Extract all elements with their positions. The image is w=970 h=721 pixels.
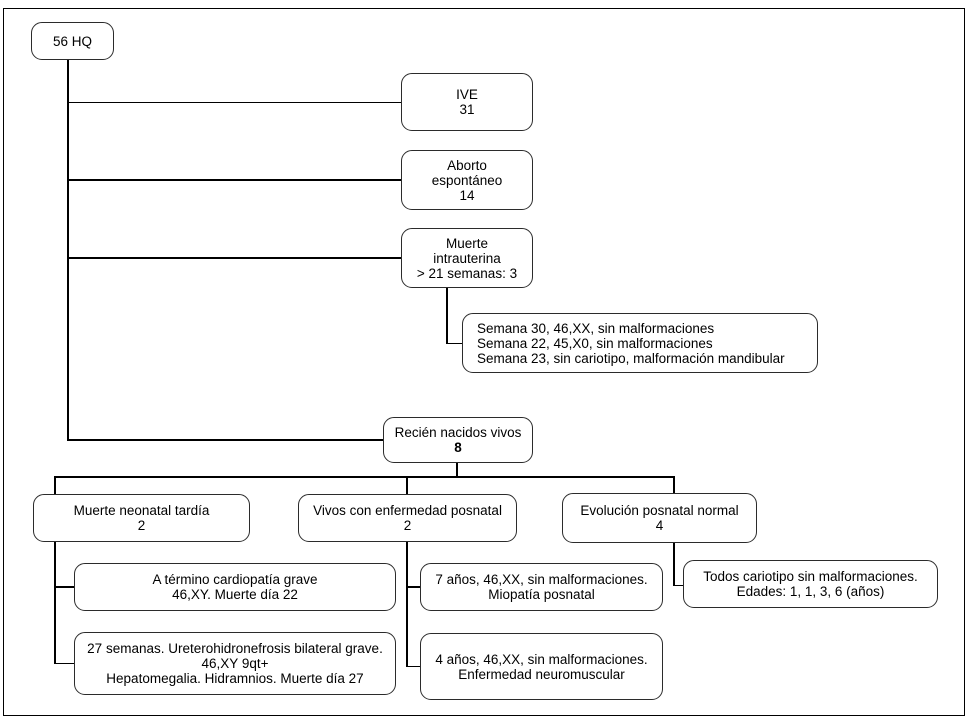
connector-right-elbow-horizontal (673, 584, 683, 586)
detail-line: 27 semanas. Ureterohidronefrosis bilater… (87, 641, 383, 656)
connector-left-spine (54, 542, 56, 664)
node-label: Evolución posnatal normal (580, 503, 739, 518)
node-label: Vivos con enfermedad posnatal (313, 503, 502, 518)
connector-row-branch (54, 476, 674, 478)
connector-recien-nacidos-drop (456, 463, 458, 477)
node-vivos-enfermedad-posnatal: Vivos con enfermedad posnatal 2 (298, 494, 517, 542)
node-cardiopatia-grave: A término cardiopatía grave 46,XY. Muert… (74, 563, 396, 611)
connector-middle-stub-1 (406, 586, 420, 588)
node-label: intrauterina (433, 250, 501, 266)
node-todos-cariotipo: Todos cariotipo sin malformaciones. Edad… (683, 560, 938, 608)
connector-left-stub-1 (54, 586, 74, 588)
node-count: 14 (459, 187, 475, 203)
connector-drop-right (673, 476, 675, 493)
detail-line: 46,XY 9qt+ (201, 656, 269, 671)
connector-root-trunk (67, 60, 69, 441)
node-muerte-neonatal-tardia: Muerte neonatal tardía 2 (33, 494, 250, 542)
detail-line: Edades: 1, 1, 3, 6 (años) (736, 584, 885, 599)
connector-to-muerte-intrauterina (67, 257, 401, 259)
node-enfermedad-neuromuscular: 4 años, 46,XX, sin malformaciones. Enfer… (420, 633, 663, 700)
detail-line: Hepatomegalia. Hidramnios. Muerte día 27 (106, 671, 364, 686)
connector-drop-left (54, 476, 56, 494)
detail-line: 46,XY. Muerte día 22 (172, 587, 298, 602)
node-label: Muerte (445, 235, 489, 251)
detail-line: A término cardiopatía grave (152, 572, 318, 587)
connector-right-elbow-vertical (673, 543, 675, 586)
connector-middle-spine (406, 542, 408, 667)
detail-line: Todos cariotipo sin malformaciones. (703, 569, 918, 584)
node-recien-nacidos-vivos: Recién nacidos vivos 8 (383, 417, 533, 463)
detail-line: Miopatía posnatal (488, 587, 595, 602)
node-label: espontáneo (431, 172, 503, 188)
detail-line: Semana 23, sin cariotipo, malformación m… (477, 350, 785, 366)
connector-to-ive (67, 101, 401, 103)
detail-line: Enfermedad neuromuscular (458, 666, 625, 682)
node-label: Recién nacidos vivos (394, 425, 522, 440)
node-count: 8 (454, 440, 462, 455)
node-label: Muerte neonatal tardía (73, 503, 210, 518)
node-evolucion-posnatal-normal: Evolución posnatal normal 4 (562, 493, 757, 543)
node-label: IVE (456, 87, 478, 102)
node-count: 4 (655, 518, 664, 533)
node-aborto-espontaneo: Aborto espontáneo 14 (401, 150, 533, 210)
connector-middle-stub-2 (406, 665, 420, 667)
node-muerte-intrauterina: Muerte intrauterina > 21 semanas: 3 (401, 228, 533, 288)
connector-muerte-intrauterina-elbow-horizontal (446, 342, 463, 344)
connector-drop-middle (406, 476, 408, 494)
detail-line: 4 años, 46,XX, sin malformaciones. (435, 651, 648, 667)
detail-line: 7 años, 46,XX, sin malformaciones. (435, 572, 648, 587)
figure-border (3, 8, 965, 716)
node-miopatia-posnatal: 7 años, 46,XX, sin malformaciones. Miopa… (420, 563, 663, 611)
node-label: Aborto (447, 157, 487, 173)
node-count: 2 (137, 518, 146, 533)
connector-to-aborto (67, 179, 401, 181)
node-ureterohidronefrosis: 27 semanas. Ureterohidronefrosis bilater… (74, 632, 396, 695)
node-count: 2 (403, 518, 412, 533)
node-muerte-intrauterina-detalle: Semana 30, 46,XX, sin malformaciones Sem… (462, 313, 818, 373)
detail-line: Semana 22, 45,X0, sin malformaciones (477, 335, 713, 351)
connector-muerte-intrauterina-elbow-vertical (446, 288, 448, 344)
node-ive: IVE 31 (401, 73, 533, 131)
connector-to-recien-nacidos (67, 439, 383, 441)
node-label: 56 HQ (52, 33, 93, 49)
connector-left-stub-2 (54, 662, 74, 664)
detail-line: Semana 30, 46,XX, sin malformaciones (477, 320, 715, 336)
node-total-cohort: 56 HQ (31, 22, 114, 60)
node-count: 31 (459, 102, 475, 117)
node-count: > 21 semanas: 3 (416, 265, 518, 281)
